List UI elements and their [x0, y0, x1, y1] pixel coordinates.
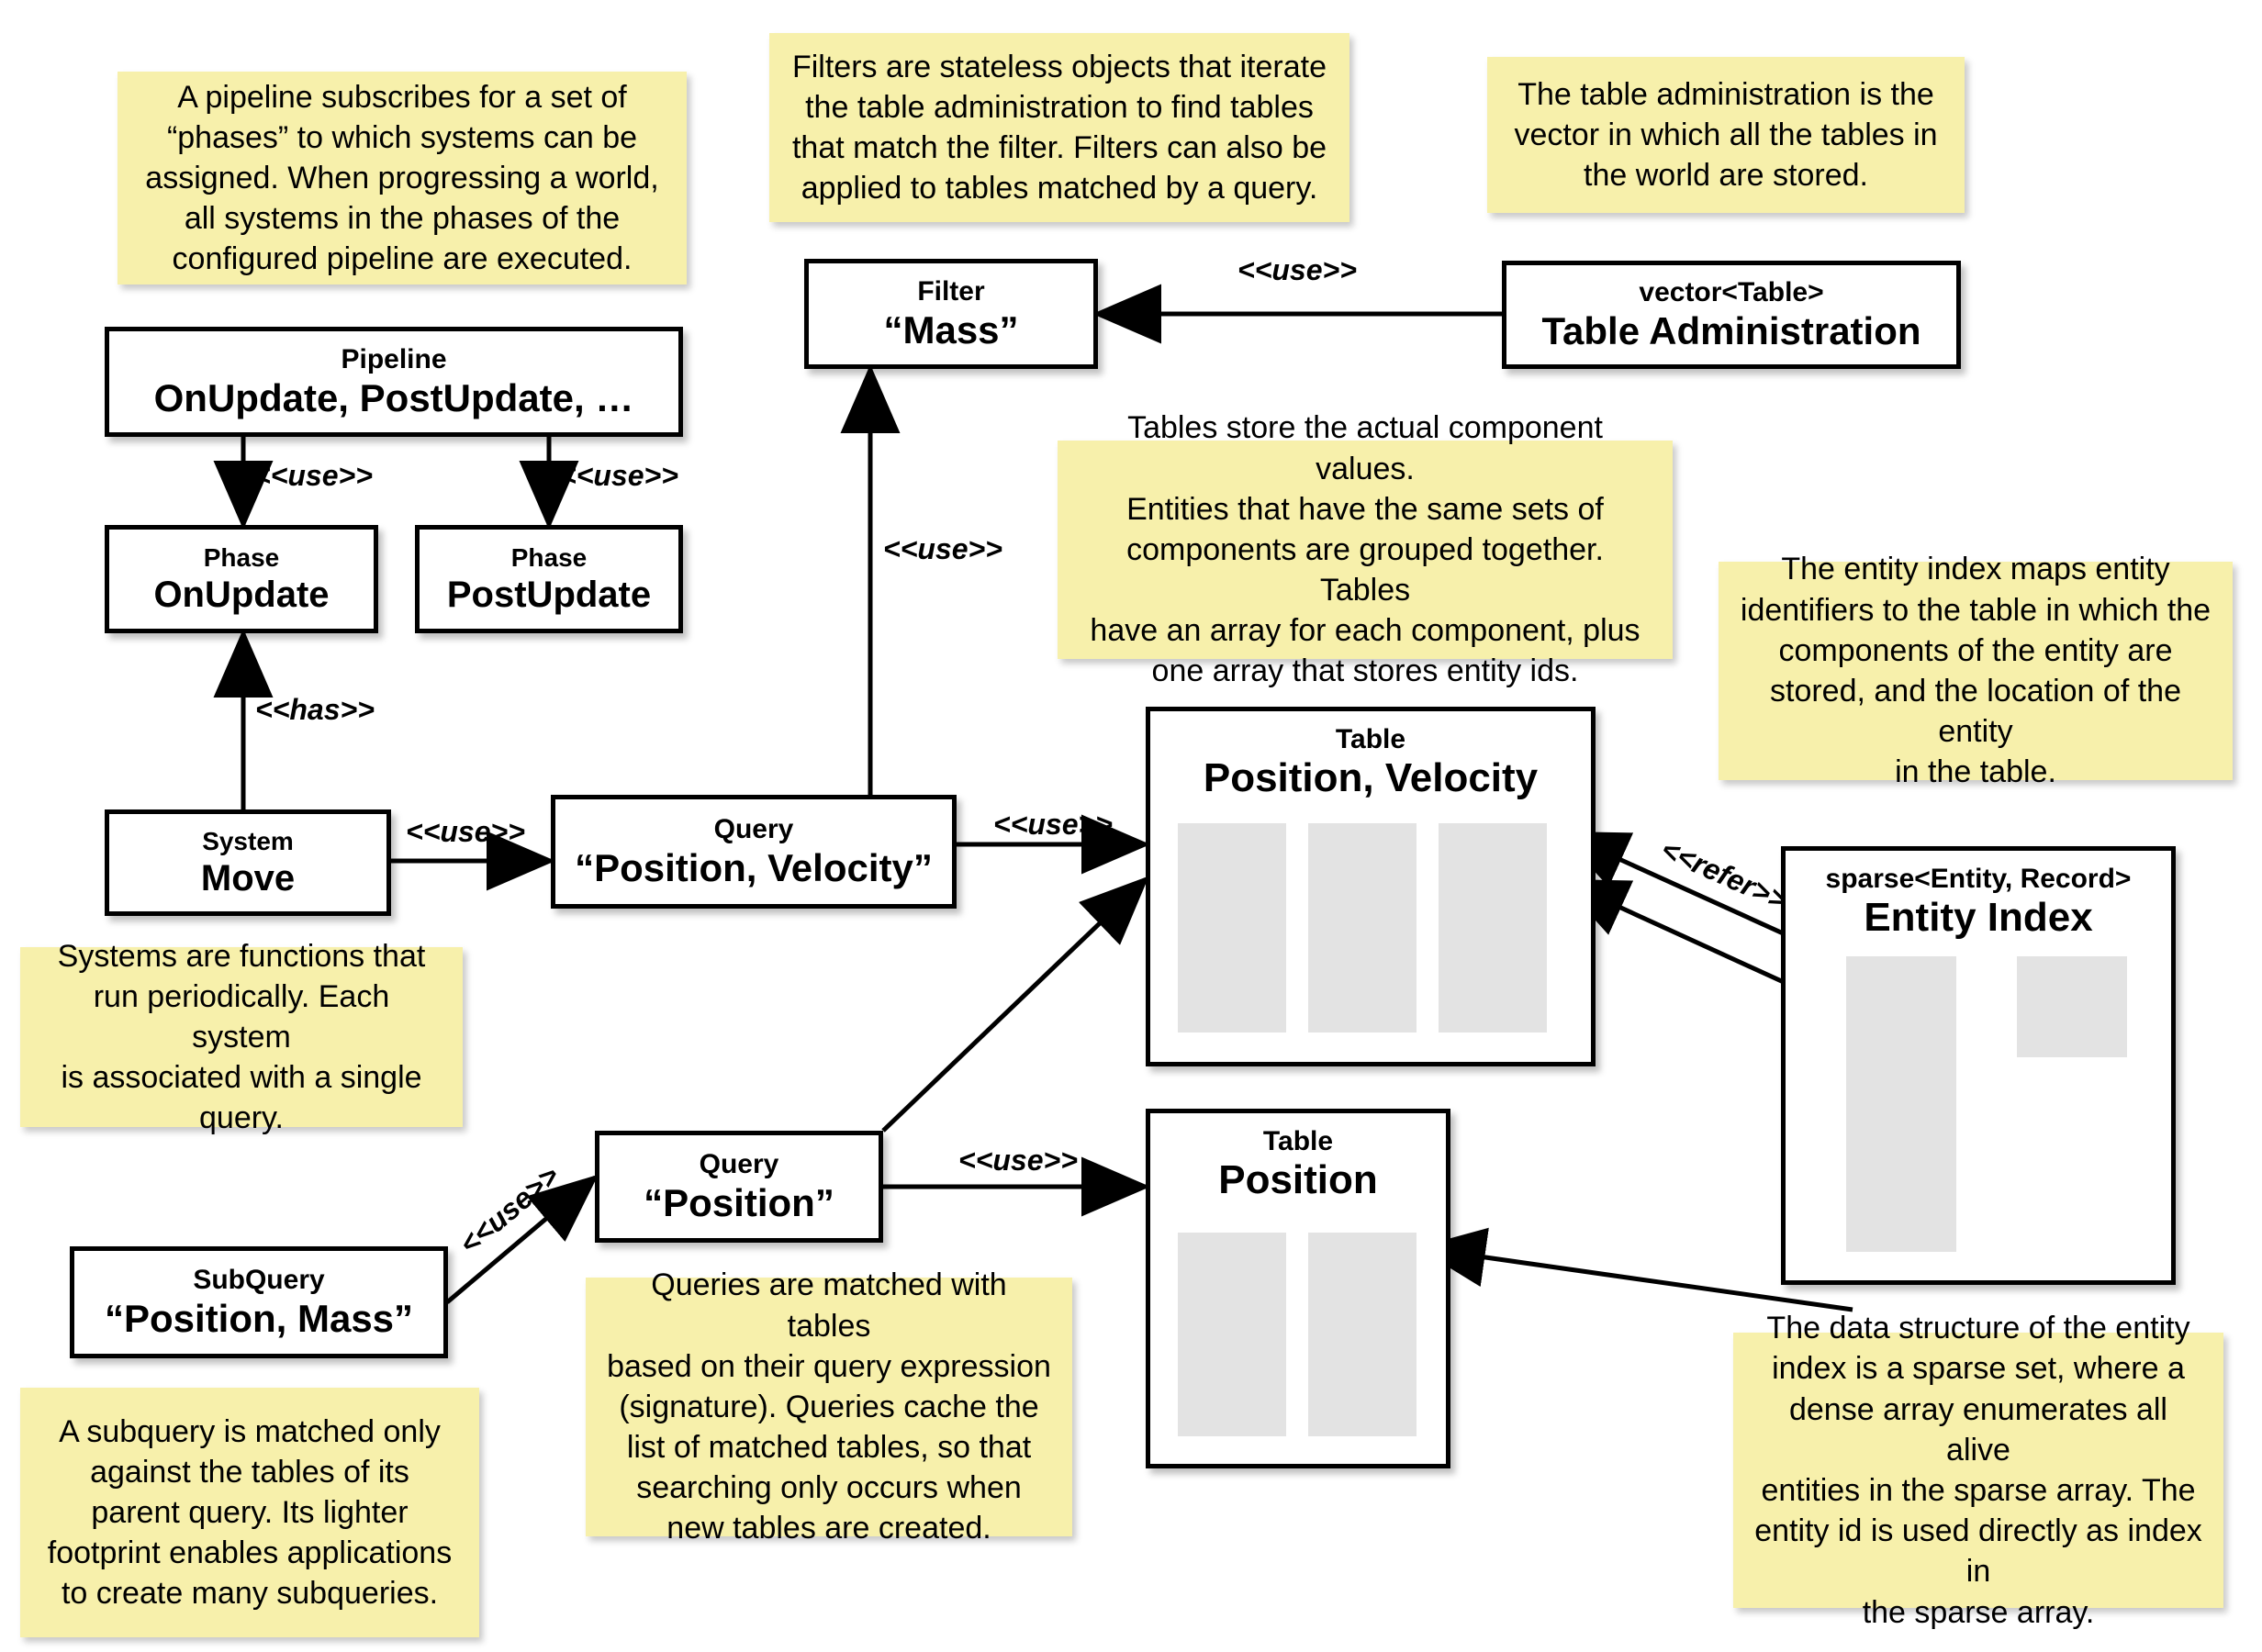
- table-header: sparse<Entity, Record> Entity Index: [1786, 851, 2171, 940]
- note-subquery: A subquery is matched only against the t…: [20, 1388, 479, 1637]
- node-stereotype: System: [202, 826, 294, 855]
- edge-label-system-to-query-pv: <<use>>: [406, 815, 525, 848]
- node-phase-postupdate[interactable]: Phase PostUpdate: [415, 525, 683, 633]
- edge-label-subquery-to-query-p: <<use>>: [453, 1158, 566, 1261]
- note-tables: Tables store the actual component values…: [1058, 410, 1673, 688]
- edge-label-query-pv-to-filter: <<use>>: [883, 532, 1002, 565]
- table-column-entity-ids: [1178, 1233, 1286, 1436]
- node-name: Move: [200, 858, 296, 899]
- note-pipeline: A pipeline subscribes for a set of “phas…: [118, 72, 687, 285]
- node-entity-index[interactable]: sparse<Entity, Record> Entity Index: [1781, 846, 2176, 1285]
- node-table-administration[interactable]: vector<Table> Table Administration: [1502, 261, 1961, 369]
- node-stereotype: sparse<Entity, Record>: [1825, 864, 2132, 894]
- edge-label-query-p-to-table-p: <<use>>: [958, 1144, 1078, 1177]
- node-name: “Position, Velocity”: [575, 846, 933, 890]
- node-name: Position, Velocity: [1203, 754, 1539, 800]
- table-column-position: [1308, 823, 1417, 1032]
- note-table-administration: The table administration is the vector i…: [1487, 57, 1965, 213]
- node-stereotype: Phase: [510, 542, 588, 572]
- table-header: Table Position: [1150, 1113, 1446, 1202]
- node-stereotype: Pipeline: [341, 343, 447, 374]
- node-stereotype: Table: [1262, 1126, 1334, 1156]
- note-entity-index: The entity index maps entity identifiers…: [1719, 552, 2233, 789]
- node-name: Entity Index: [1864, 894, 2093, 940]
- note-systems: Systems are functions that run periodica…: [20, 939, 463, 1135]
- node-stereotype: vector<Table>: [1639, 276, 1824, 307]
- node-stereotype: Phase: [203, 542, 280, 572]
- table-column-position: [1308, 1233, 1417, 1436]
- node-system-move[interactable]: System Move: [105, 809, 391, 916]
- edge-label-entityindex-to-table-pv: <<refer>>: [1656, 832, 1793, 918]
- table-header: Table Position, Velocity: [1150, 711, 1591, 800]
- table-column-velocity: [1439, 823, 1547, 1032]
- edge-label-query-pv-to-table-pv: <<use>>: [993, 808, 1113, 841]
- node-stereotype: Query: [699, 1148, 779, 1179]
- node-table-position[interactable]: Table Position: [1146, 1109, 1450, 1468]
- node-pipeline[interactable]: Pipeline OnUpdate, PostUpdate, …: [105, 327, 683, 437]
- node-name: Table Administration: [1541, 309, 1921, 353]
- node-filter-mass[interactable]: Filter “Mass”: [804, 259, 1098, 369]
- table-column-entity-ids: [1178, 823, 1286, 1032]
- node-table-position-velocity[interactable]: Table Position, Velocity: [1146, 707, 1596, 1066]
- edge-label-tableadmin-to-filter: <<use>>: [1237, 253, 1357, 286]
- edge-label-pipeline-to-phase-postupdate: <<use>>: [559, 459, 678, 492]
- node-name: “Mass”: [883, 308, 1019, 352]
- edge-query-p-to-table-pv: [881, 876, 1149, 1133]
- node-query-position[interactable]: Query “Position”: [595, 1131, 883, 1243]
- node-subquery-position-mass[interactable]: SubQuery “Position, Mass”: [70, 1246, 448, 1358]
- note-filters: Filters are stateless objects that itera…: [769, 33, 1349, 222]
- entity-index-sparse-array: [1846, 956, 1956, 1252]
- node-name: OnUpdate: [153, 575, 330, 616]
- note-queries: Queries are matched with tables based on…: [586, 1267, 1072, 1546]
- edge-label-pipeline-to-phase-onupdate: <<use>>: [253, 459, 373, 492]
- node-name: OnUpdate, PostUpdate, …: [153, 376, 634, 420]
- edge-label-system-to-phase-onupdate: <<has>>: [255, 693, 375, 726]
- node-stereotype: Query: [713, 813, 794, 844]
- entity-index-dense-array: [2017, 956, 2127, 1057]
- node-stereotype: SubQuery: [193, 1264, 325, 1295]
- node-name: Position: [1218, 1156, 1378, 1202]
- node-name: “Position, Mass”: [104, 1297, 414, 1341]
- node-stereotype: Table: [1335, 724, 1406, 754]
- node-phase-onupdate[interactable]: Phase OnUpdate: [105, 525, 378, 633]
- node-name: PostUpdate: [446, 575, 652, 616]
- node-stereotype: Filter: [917, 275, 985, 307]
- node-query-position-velocity[interactable]: Query “Position, Velocity”: [551, 795, 957, 909]
- node-name: “Position”: [644, 1181, 834, 1225]
- note-sparse-set: The data structure of the entity index i…: [1733, 1311, 2223, 1630]
